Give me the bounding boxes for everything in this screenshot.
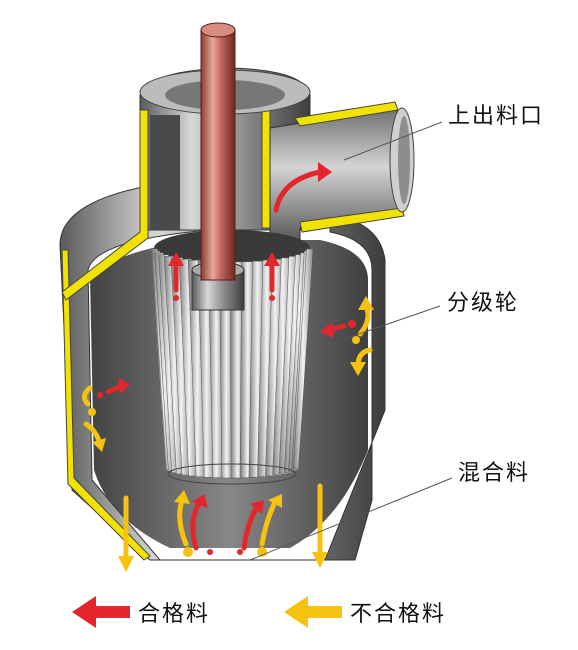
label-mixed-material: 混合料 xyxy=(458,461,531,486)
qualified-flow-arrows xyxy=(105,162,347,551)
leader-upper-outlet xyxy=(343,121,443,161)
label-classifier-wheel: 分级轮 xyxy=(447,291,520,316)
yellow-arrow-left-up xyxy=(82,385,93,407)
legend-unqualified-arrow xyxy=(284,596,342,628)
red-arrow-to-outlet xyxy=(273,169,323,213)
leader-classifier-wheel xyxy=(317,305,441,349)
shaft xyxy=(191,22,245,311)
wheel-bottom-ring xyxy=(167,463,297,485)
unqualified-flow-arrows xyxy=(82,296,374,572)
qualified-particles xyxy=(97,295,356,555)
leader-mixed-material xyxy=(249,477,453,561)
outlet-pipe xyxy=(269,101,415,241)
legend-unqualified-label: 不合格料 xyxy=(350,602,447,627)
wheel-blade xyxy=(292,248,314,469)
label-upper-outlet: 上出料口 xyxy=(448,104,545,129)
red-arrow-bottom-left xyxy=(190,499,203,551)
leader-lines xyxy=(249,121,453,561)
legend-qualified-label: 合格料 xyxy=(138,602,211,627)
legend-qualified-arrow xyxy=(72,596,130,628)
yellow-arrow-bottom-a xyxy=(177,497,189,547)
